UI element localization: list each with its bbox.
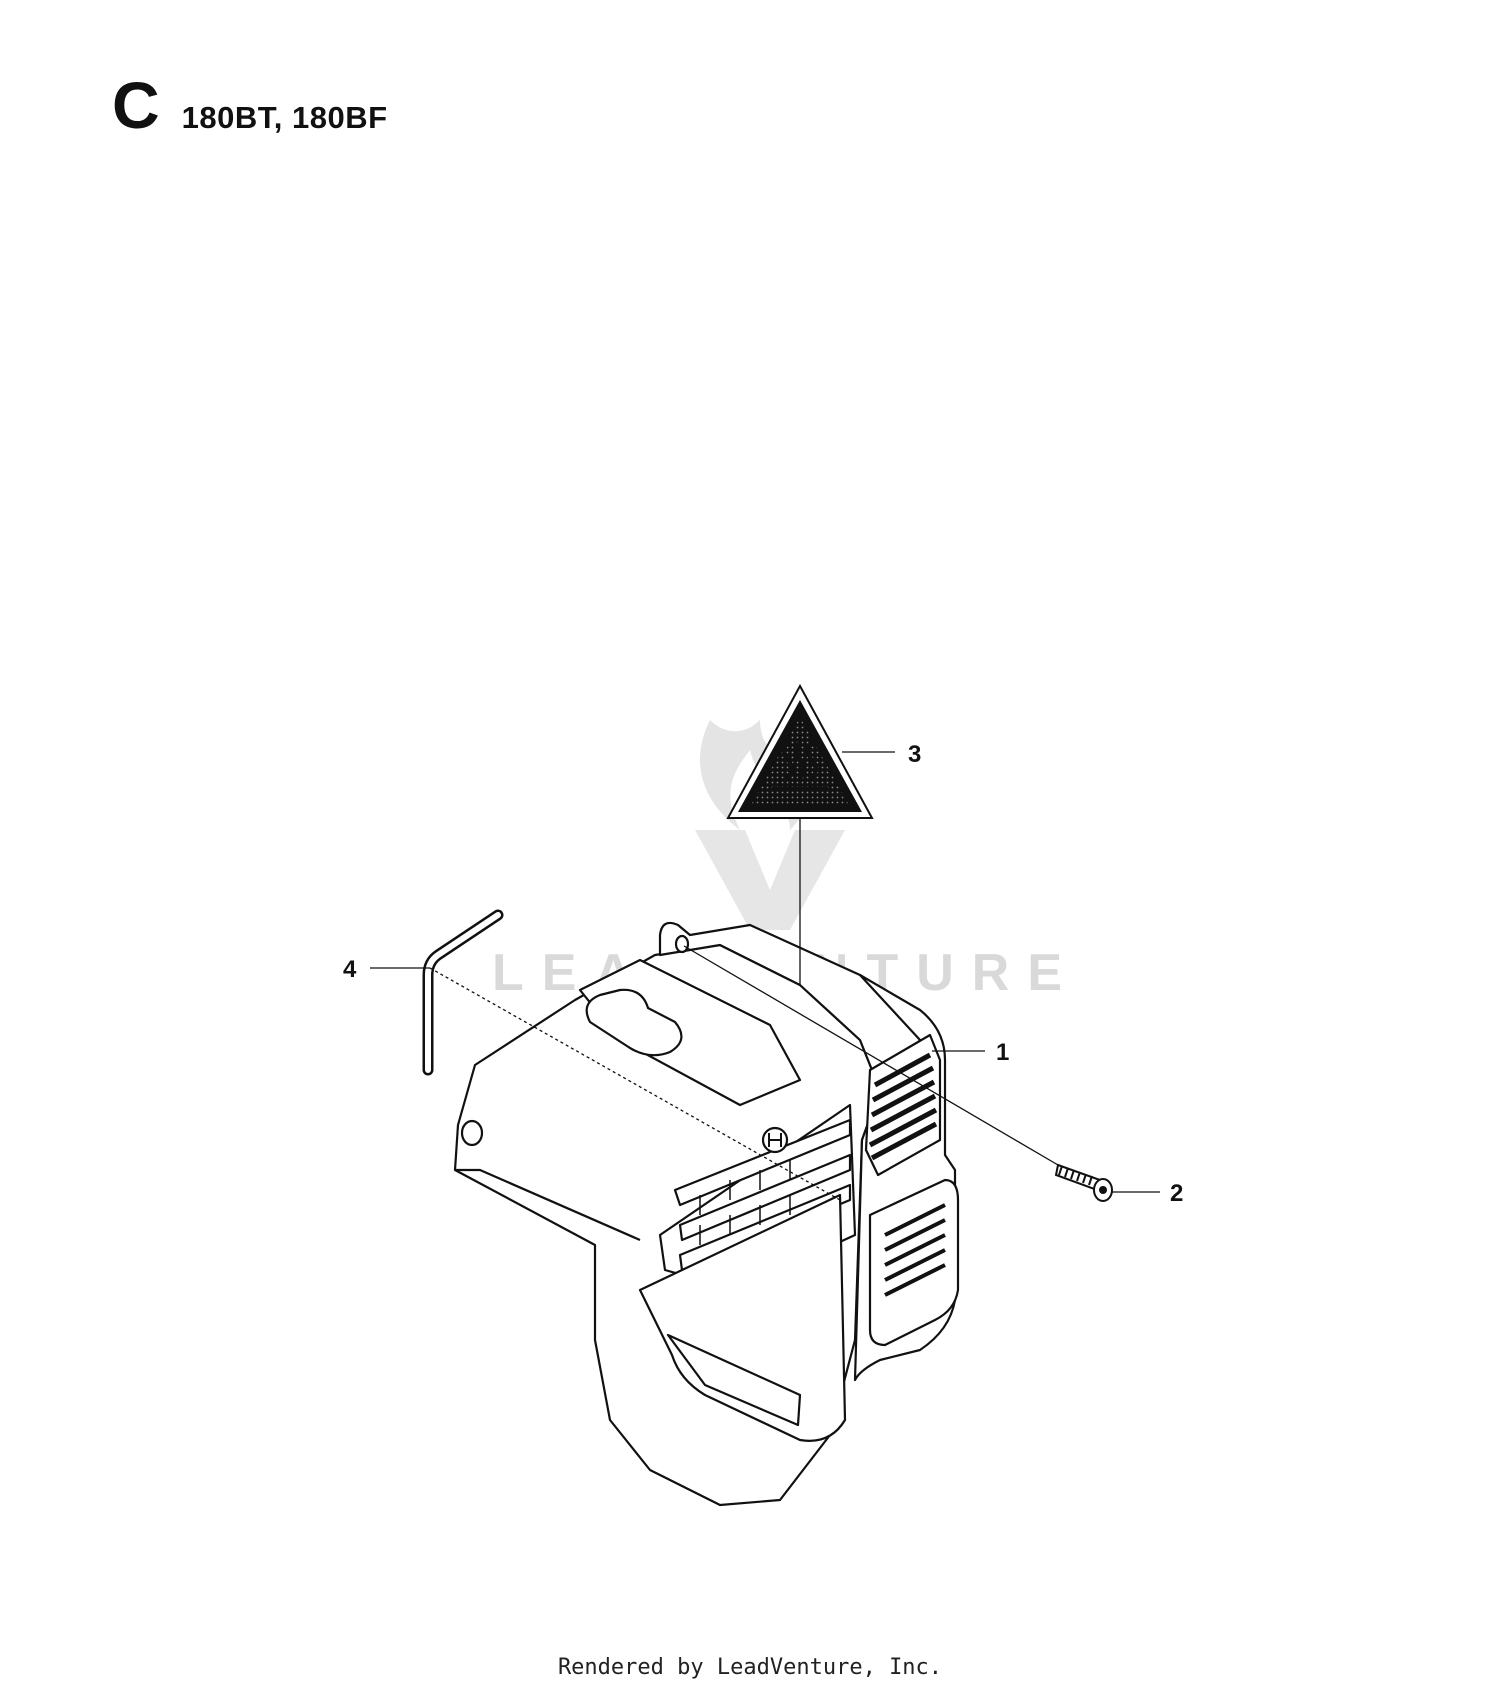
hex-key [422, 909, 504, 1076]
screw [1054, 1163, 1113, 1202]
cylinder-cover [453, 921, 960, 1507]
callout-number: 2 [1170, 1180, 1183, 1207]
section-letter: C [112, 68, 160, 142]
diagram-header: C 180BT, 180BF [112, 72, 388, 138]
watermark-v-logo [695, 830, 845, 930]
callout-number: 4 [343, 956, 357, 983]
heat-waves-icon [782, 740, 818, 780]
model-numbers: 180BT, 180BF [181, 100, 388, 135]
footer-credit: Rendered by LeadVenture, Inc. [557, 1655, 943, 1680]
callout-number: 3 [908, 741, 921, 768]
callout-number: 1 [996, 1039, 1009, 1066]
leader-lines [370, 751, 1160, 1201]
